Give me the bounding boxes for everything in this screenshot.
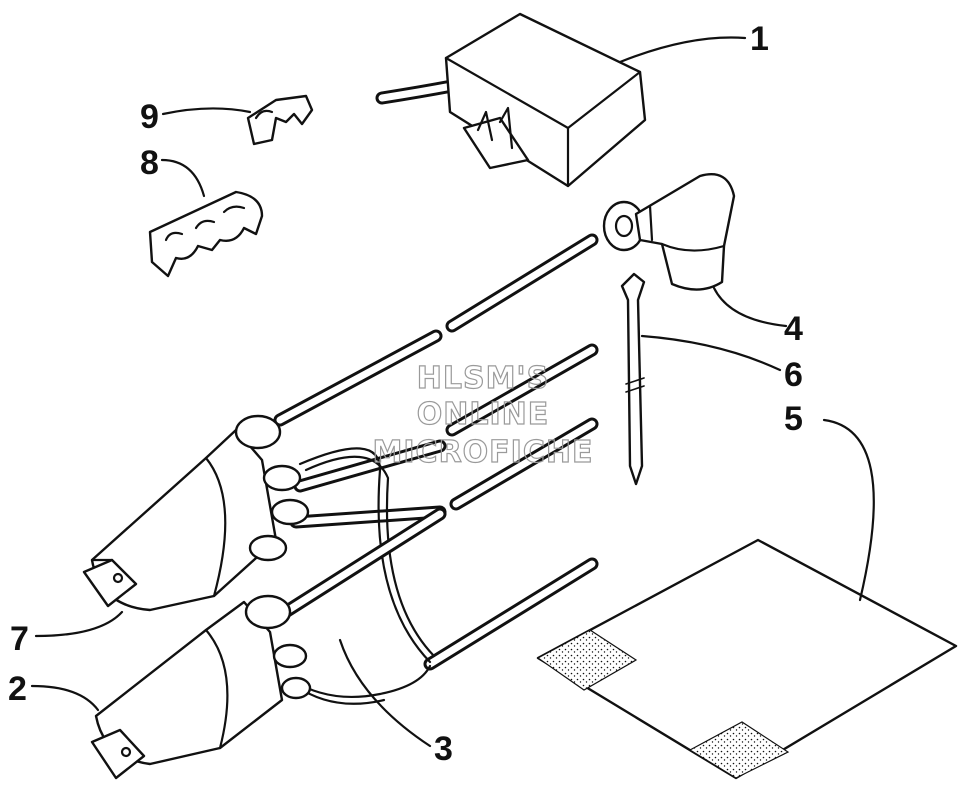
watermark-line-3: MICROFICHE	[373, 435, 594, 470]
callout-9: 9	[140, 98, 159, 136]
watermark-line-2: ONLINE	[417, 397, 550, 432]
leader-line-4	[712, 286, 788, 328]
watermark: HLSM'S ONLINE MICROFICHE	[372, 360, 594, 470]
callout-4: 4	[784, 310, 803, 348]
callout-6: 6	[784, 356, 803, 394]
emery-sheet-part	[536, 538, 958, 780]
callout-8: 8	[140, 144, 159, 182]
watermark-line-1: HLSM'S	[417, 361, 549, 396]
spark-plug-cap-part	[602, 173, 736, 291]
leader-line-3	[338, 638, 432, 748]
wire-separator-clip-part	[148, 190, 264, 278]
lower-ignition-coil-part	[90, 594, 312, 780]
leader-line-9	[161, 107, 252, 116]
callout-7: 7	[10, 620, 29, 658]
cdi-box-part	[375, 12, 647, 188]
upper-coil-wires	[273, 329, 447, 664]
upper-ignition-coil-part	[82, 414, 310, 612]
leader-line-7	[34, 610, 124, 638]
leader-line-2	[30, 684, 100, 712]
callout-2: 2	[8, 670, 27, 708]
high-tension-wire-segments	[423, 233, 599, 671]
small-wire-clip-part	[246, 94, 314, 146]
callout-3: 3	[434, 730, 453, 768]
leader-line-8	[160, 158, 206, 198]
callout-1: 1	[750, 20, 769, 58]
leader-line-1	[618, 36, 747, 64]
leader-line-5	[822, 418, 875, 602]
callout-5: 5	[784, 400, 803, 438]
cable-tie-part	[620, 272, 646, 486]
leader-line-6	[640, 334, 782, 372]
